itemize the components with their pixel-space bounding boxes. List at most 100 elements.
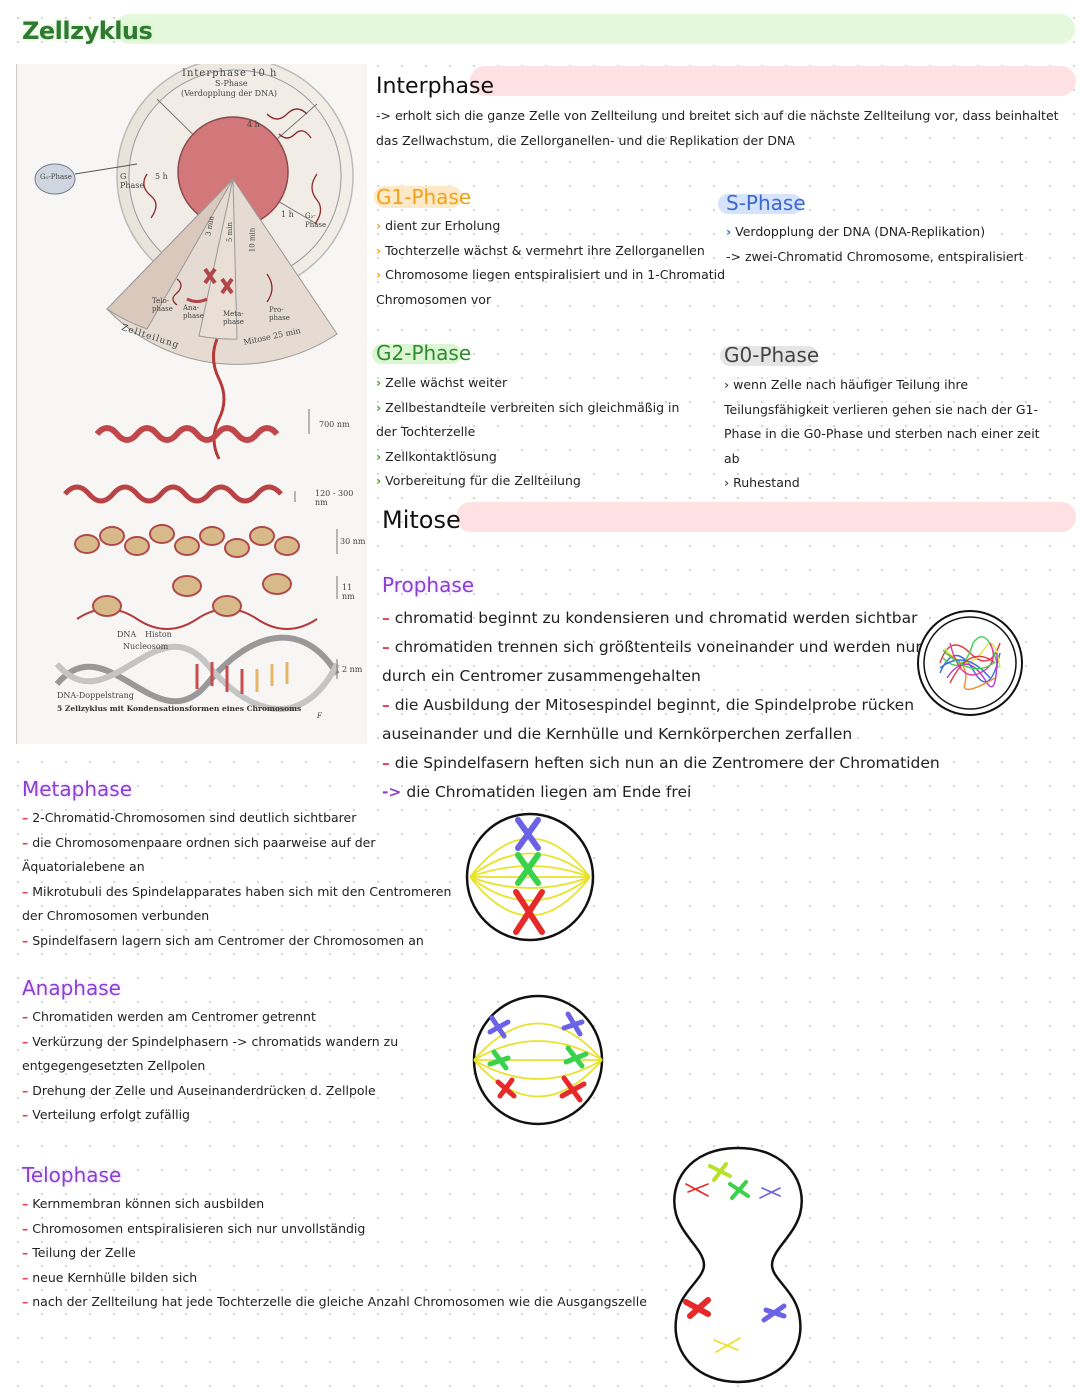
telophase-line-2: – Chromosomen entspiralisieren sich nur … [22, 1217, 647, 1242]
page-title: Zellzyklus [22, 17, 153, 45]
g0-item-2-text: Ruhestand [733, 475, 800, 490]
dash-bullet: – [382, 754, 390, 772]
g1-highlight [374, 186, 462, 208]
chevron-right-icon: › [376, 375, 382, 390]
chevron-right-icon: › [726, 224, 732, 239]
prophase-line-2b: durch ein Centromer zusammengehalten [382, 667, 701, 685]
anaphase-line-2-text: Verkürzung der Spindelphasern -> chromat… [32, 1033, 399, 1049]
fig-label-g1: G Phase [120, 172, 144, 190]
g2-item-4: › Vorbereitung für die Zellteilung [376, 469, 679, 494]
g0-item-2: › Ruhestand [724, 471, 1040, 496]
g2-item-4-text: Vorbereitung für die Zellteilung [385, 473, 581, 488]
g1-item-3-text: Chromosome liegen entspiralisiert und in… [385, 267, 726, 282]
telophase-title: Telophase [22, 1163, 122, 1187]
g0-item-1-d: ab [724, 450, 740, 466]
dash-bullet: – [382, 609, 390, 627]
anaphase-line-4: – Verteilung erfolgt zufällig [22, 1103, 398, 1128]
metaphase-line-4-text: Spindelfasern lagern sich am Centromer d… [32, 932, 424, 948]
g0-item-1-c: Phase in die G0-Phase und sterben nach e… [724, 426, 1040, 441]
figure-caption-number: 5 [57, 704, 63, 713]
chevron-right-icon: › [724, 377, 730, 392]
fig-label-g2: G₂-Phase [305, 212, 327, 229]
fig-label-11nm: 11 nm [342, 583, 355, 601]
fig-label-120-300nm: 120 - 300 nm [315, 489, 354, 507]
mitose-highlight [456, 502, 1076, 532]
metaphase-line-2-text: die Chromosomenpaare ordnen sich paarwei… [32, 834, 376, 850]
metaphase-list: – 2-Chromatid-Chromosomen sind deutlich … [22, 806, 451, 953]
g0-list: › wenn Zelle nach häufiger Teilung ihre … [724, 373, 1040, 496]
dash-bullet: – [22, 834, 29, 850]
figure-caption-f: F [317, 712, 322, 720]
dash-bullet: – [22, 1107, 29, 1122]
fig-label-dna: DNA [117, 630, 137, 639]
title-highlight [115, 14, 1075, 44]
fig-label-telophase: Telo-phase [152, 297, 173, 313]
chevron-right-icon: › [376, 267, 382, 282]
fig-label-g0: G₀-Phase [40, 173, 72, 181]
figure-caption-text: Zellzyklus mit Kondensationsformen eines… [64, 704, 302, 713]
anaphase-line-3-text: Drehung der Zelle und Auseinanderdrücken… [32, 1082, 376, 1098]
g2-item-3-text: Zellkontaktlösung [385, 448, 497, 464]
metaphase-line-4: – Spindelfasern lagern sich am Centromer… [22, 929, 451, 954]
metaphase-line-2: – die Chromosomenpaare ordnen sich paarw… [22, 831, 451, 856]
telophase-line-5: – nach der Zellteilung hat jede Tochterz… [22, 1290, 647, 1315]
prophase-line-4-text: die Spindelfasern heften sich nun an die… [394, 754, 940, 772]
interphase-text: -> erholt sich die ganze Zelle von Zellt… [376, 104, 1059, 153]
chevron-right-icon: › [376, 473, 382, 488]
g2-list: › Zelle wächst weiter › Zellbestandteile… [376, 371, 679, 494]
s-highlight [718, 194, 802, 214]
s-item-1: › Verdopplung der DNA (DNA-Replikation) [726, 220, 1024, 245]
g2-item-1-text: Zelle wächst weiter [385, 375, 508, 390]
fig-label-anaphase: Ana-phase [183, 304, 204, 320]
fig-label-2nm: 2 nm [342, 665, 363, 674]
metaphase-line-3: – Mikrotubuli des Spindelapparates haben… [22, 880, 451, 905]
metaphase-title: Metaphase [22, 777, 133, 801]
telophase-line-4: – neue Kernhülle bilden sich [22, 1266, 647, 1291]
g1-item-1: › dient zur Erholung [376, 214, 725, 239]
telophase-cell-drawing [673, 1146, 803, 1384]
fig-label-700nm: 700 nm [319, 420, 350, 429]
anaphase-line-3: – Drehung der Zelle und Auseinanderdrück… [22, 1079, 398, 1104]
anaphase-list: – Chromatiden werden am Centromer getren… [22, 1005, 398, 1128]
metaphase-line-2b: Äquatorialebene an [22, 859, 145, 874]
g0-item-1-b: Teilungsfähigkeit verlieren gehen sie na… [724, 401, 1038, 417]
s-item-2: -> zwei-Chromatid Chromosome, entspirali… [726, 248, 1024, 264]
fig-label-s-phase: S-Phase [215, 79, 248, 88]
fig-label-1h: 1 h [281, 210, 294, 219]
telophase-line-3-text: Teilung der Zelle [32, 1245, 136, 1260]
fig-label-g1-a: G [120, 172, 127, 181]
g1-item-2: › Tochterzelle wächst & vermehrt ihre Ze… [376, 239, 725, 264]
s-list: › Verdopplung der DNA (DNA-Replikation) … [726, 220, 1024, 269]
g2-item-2-text: Zellbestandteile verbreiten sich gleichm… [385, 399, 680, 415]
telophase-line-2-text: Chromosomen entspiralisieren sich nur un… [32, 1220, 366, 1236]
chevron-right-icon: › [376, 448, 382, 464]
fig-label-g1-b: Phase [120, 181, 145, 190]
anaphase-line-4-text: Verteilung erfolgt zufällig [32, 1107, 190, 1122]
prophase-line-2: – chromatiden trennen sich größtenteils … [382, 633, 940, 662]
fig-label-5h: 5 h [155, 172, 168, 181]
s-title: S-Phase [726, 191, 806, 215]
metaphase-cell-drawing [465, 812, 595, 942]
telophase-list: – Kernmembran können sich ausbilden – Ch… [22, 1192, 647, 1315]
g0-highlight [720, 346, 818, 366]
g2-title: G2-Phase [376, 341, 472, 365]
figure-caption: 5 Zellzyklus mit Kondensationsformen ein… [57, 704, 301, 713]
fig-label-4h: 4 h [247, 120, 260, 129]
fig-label-prophase: Pro-phase [269, 306, 290, 322]
anaphase-title: Anaphase [22, 976, 121, 1000]
anaphase-cell-drawing [472, 994, 604, 1126]
g2-item-3: › Zellkontaktlösung [376, 445, 679, 470]
interphase-line-1: -> erholt sich die ganze Zelle von Zellt… [376, 108, 1059, 123]
g2-item-2-cont: der Tochterzelle [376, 424, 476, 439]
anaphase-line-2b: entgegengesetzten Zellpolen [22, 1058, 206, 1073]
fig-label-30nm: 30 nm [340, 537, 366, 546]
prophase-list: – chromatid beginnt zu kondensieren und … [382, 604, 940, 807]
dash-bullet: – [22, 1294, 29, 1309]
prophase-line-5: -> die Chromatiden liegen am Ende frei [382, 778, 940, 807]
s-item-1-text: Verdopplung der DNA (DNA-Replikation) [735, 224, 986, 239]
dash-bullet: – [22, 1220, 29, 1236]
dash-bullet: – [22, 1269, 29, 1285]
g1-list: › dient zur Erholung › Tochterzelle wäch… [376, 214, 725, 312]
fig-label-metaphase: Meta-phase [223, 310, 244, 326]
g0-item-1: › wenn Zelle nach häufiger Teilung ihre [724, 373, 1040, 398]
